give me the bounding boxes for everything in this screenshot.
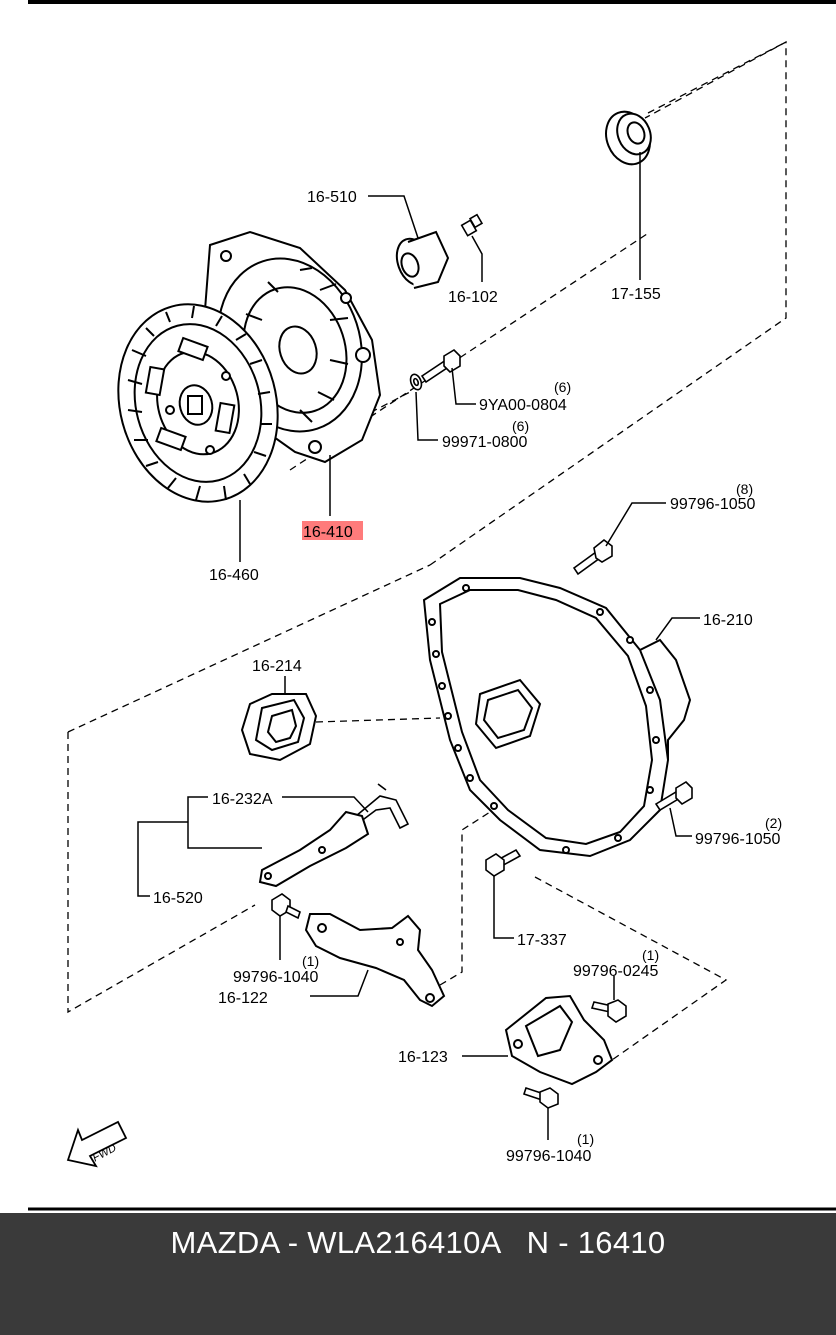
clutch-disc-16-460 [117,303,279,503]
parts-diagram: FWD 16-510 16-102 17-155 (6) 9YA00-0804 … [28,0,836,1211]
footer-part-number: MAZDA - WLA216410A N - 16410 [170,1225,666,1260]
leader-99796-1050-a [605,502,666,547]
qty-99971-0800: (6) [512,418,529,434]
washer-99971-0800 [409,373,423,391]
label-99796-1040-b: 99796-1040 [506,1148,592,1165]
leader-17-337 [493,876,514,939]
label-17-337: 17-337 [517,932,567,949]
bolt-9ya00-0804 [420,348,461,384]
label-99971-0800: 99971-0800 [442,434,528,451]
bearing-17-155 [605,110,652,166]
label-16-123: 16-123 [398,1049,448,1066]
footer-bar: MAZDA - WLA216410A N - 16410 [0,1213,836,1335]
label-16-122: 16-122 [218,990,268,1007]
qty-99796-1040-a: (1) [302,953,319,969]
leader-16-210 [655,617,700,641]
bolt-99796-1050-b [654,780,693,812]
clutch-housing-16-210 [422,577,692,858]
label-16-510: 16-510 [307,189,357,206]
label-16-520: 16-520 [153,890,203,907]
leader-99796-1050-b [669,807,692,837]
bolt-99796-1040-a [271,893,301,920]
leader-9ya00-0804 [451,367,476,405]
highlight-16-410 [302,521,363,540]
qty-99796-0245: (1) [642,947,659,963]
label-99796-0245: 99796-0245 [573,963,659,980]
label-99796-1050-a: 99796-1050 [670,496,756,513]
spring-16-232a [355,783,410,830]
bolt-99796-1050-a [572,538,613,576]
fitting-16-102 [460,213,484,237]
qty-9ya00-0804: (6) [554,379,571,395]
release-fork-16-520 [258,810,370,888]
bolt-99796-1040-b [522,1086,559,1109]
fwd-arrow-icon [66,1120,128,1168]
assembly-dashed-outline [67,40,787,1061]
leader-16-122 [310,969,369,997]
label-16-102: 16-102 [448,289,498,306]
label-9ya00-0804: 9YA00-0804 [479,397,567,414]
bolt-99796-0245 [590,999,627,1023]
leader-99971-0800 [415,391,438,441]
label-16-460: 16-460 [209,567,259,584]
label-16-410: 16-410 [303,524,353,541]
bracket-16-123 [504,994,614,1086]
label-17-155: 17-155 [611,286,661,303]
label-99796-1040-a: 99796-1040 [233,969,319,986]
leader-16-232a [282,796,369,813]
boot-16-214 [240,693,318,762]
qty-99796-1050-a: (8) [736,481,753,497]
bolt-17-337 [485,848,522,877]
bracket-16-122 [304,913,446,1008]
label-16-210: 16-210 [703,612,753,629]
label-16-214: 16-214 [252,658,302,675]
qty-99796-1050-b: (2) [765,815,782,831]
bracket-16-232a-16-520 [137,796,262,897]
label-16-232a: 16-232A [212,791,273,808]
leader-16-510 [368,195,419,239]
qty-99796-1040-b: (1) [577,1131,594,1147]
release-bearing-16-510 [395,230,450,289]
leader-16-102 [471,235,483,282]
label-99796-1050-b: 99796-1050 [695,831,781,848]
